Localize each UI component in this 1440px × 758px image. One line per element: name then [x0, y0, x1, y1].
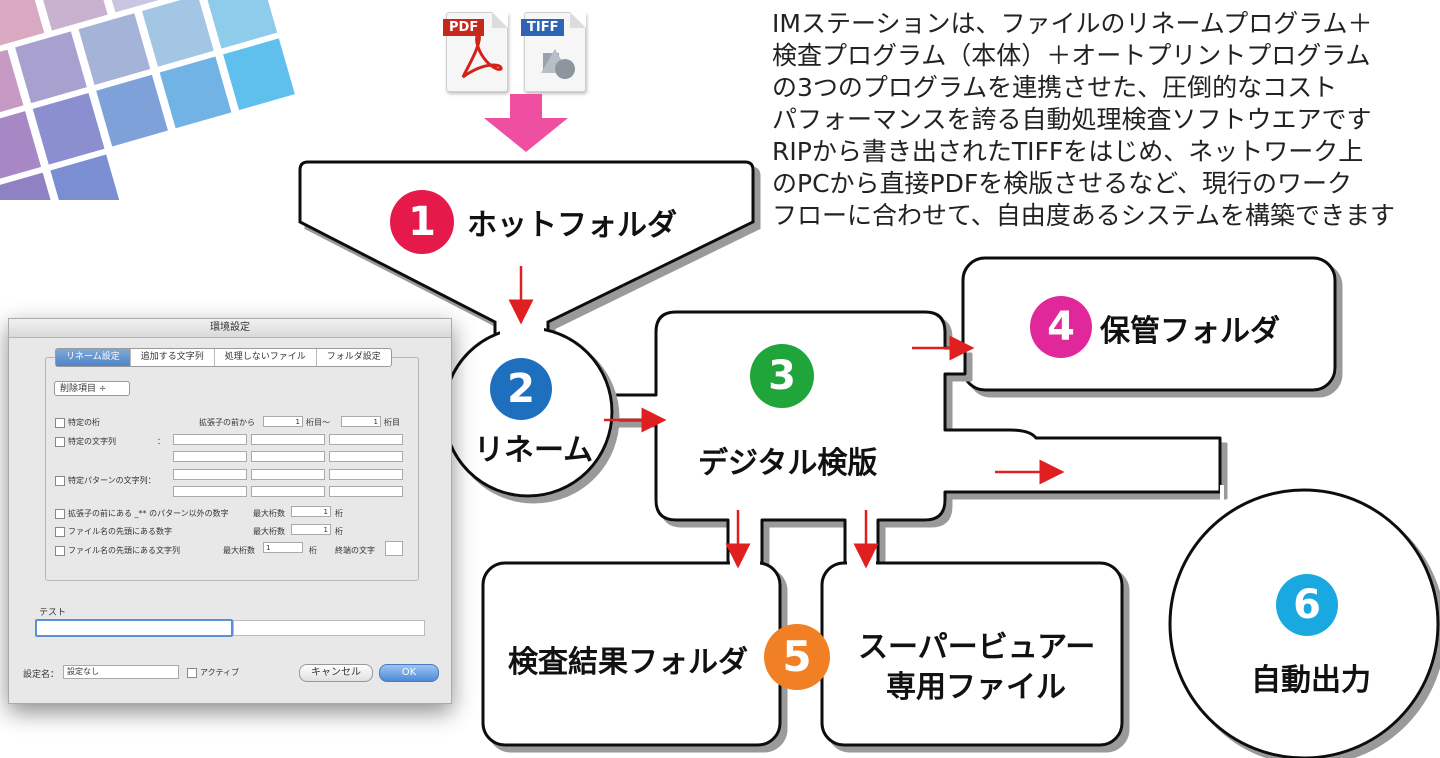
unit-label: 桁目〜 [306, 418, 330, 427]
acrobat-logo-icon [461, 33, 503, 79]
max-digits-field[interactable]: 1 [291, 506, 331, 517]
string-field[interactable] [251, 451, 325, 462]
intro-paragraph: IMステーションは、ファイルのリネームプログラム＋ 検査プログラム（本体）＋オー… [772, 8, 1440, 232]
string-field[interactable] [173, 434, 247, 445]
hot-folder-label: ホットフォルダ [467, 208, 677, 243]
ok-button[interactable]: OK [379, 664, 439, 682]
pattern-field[interactable] [329, 486, 403, 497]
max-digits-label: 最大桁数 [253, 509, 285, 518]
step-4-badge: 4 [1030, 296, 1092, 358]
color-tiles-decoration [0, 0, 295, 200]
checkbox[interactable] [55, 475, 65, 486]
dialog-title: 環境設定 [9, 319, 451, 338]
pdf-tag: PDF [443, 19, 485, 36]
result-folder-label: 検査結果フォルダ [508, 645, 748, 680]
checkbox[interactable] [187, 667, 197, 678]
intro-line: IMステーションは、ファイルのリネームプログラム＋ [772, 9, 1373, 38]
row-specific-string: 特定の文字列 [55, 436, 116, 447]
string-field[interactable] [173, 451, 247, 462]
unit-label: 桁 [335, 527, 343, 536]
test-input[interactable] [35, 619, 233, 637]
unit-label: 桁 [335, 509, 343, 518]
row-label: 特定パターンの文字列： [68, 476, 156, 485]
intro-line: のPCから直接PDFを検版させるなど、現行のワーク [772, 169, 1352, 198]
intro-line: 検査プログラム（本体）＋オートプリントプログラム [772, 41, 1371, 70]
digital-inspection-label: デジタル検版 [698, 446, 878, 481]
test-output [233, 620, 425, 636]
setting-name-label: 設定名： [23, 670, 60, 680]
tab-rename[interactable]: リネーム設定 [56, 349, 131, 366]
setting-name-field[interactable]: 設定なし [63, 665, 179, 679]
row-pattern-string: 特定パターンの文字列： [55, 475, 156, 486]
checkbox[interactable] [55, 417, 65, 428]
step-3-badge: 3 [750, 344, 814, 408]
step-1-badge: 1 [390, 190, 454, 254]
end-char-label: 終端の文字 [335, 546, 375, 555]
end-digit-field[interactable]: 1 [341, 416, 381, 427]
pattern-field[interactable] [173, 469, 247, 480]
cancel-button[interactable]: キャンセル [299, 664, 373, 682]
tab-add-string[interactable]: 追加する文字列 [131, 349, 215, 366]
checkbox[interactable] [55, 508, 65, 519]
input-arrow [484, 94, 568, 152]
super-viewer-label-line1: スーパービュアー [858, 630, 1096, 665]
super-viewer-label-line2: 専用ファイル [886, 670, 1066, 705]
intro-line: パフォーマンスを誇る自動処理検査ソフトウエアです [772, 105, 1372, 134]
row-specific-digit: 特定の桁 [55, 417, 100, 428]
row-label: ファイル名の先頭にある数字 [68, 527, 172, 536]
storage-folder-label: 保管フォルダ [1100, 314, 1280, 349]
tab-skip-files[interactable]: 処理しないファイル [215, 349, 317, 366]
start-digit-field[interactable]: 1 [263, 416, 303, 427]
string-field[interactable] [251, 434, 325, 445]
checkbox[interactable] [55, 526, 65, 537]
intro-line: フローに合わせて、自由度あるシステムを構築できます [772, 201, 1396, 230]
rename-label: リネーム [474, 433, 594, 468]
checkbox[interactable] [55, 545, 65, 556]
tiff-file-icon: TIFF [521, 12, 586, 92]
max-digits-label: 最大桁数 [253, 527, 285, 536]
intro-line: RIPから書き出されたTIFFをはじめ、ネットワーク上 [772, 137, 1364, 166]
checkbox[interactable] [55, 436, 65, 447]
row-leading-number: ファイル名の先頭にある数字 [55, 526, 172, 537]
active-checkbox-row[interactable]: アクティブ [187, 667, 239, 678]
test-label: テスト [39, 608, 67, 618]
end-char-field[interactable] [385, 541, 403, 556]
tab-folder-settings[interactable]: フォルダ設定 [326, 352, 381, 362]
tiff-tag: TIFF [521, 19, 565, 36]
string-field[interactable] [329, 434, 403, 445]
image-shapes-icon [541, 49, 575, 79]
pattern-field[interactable] [329, 469, 403, 480]
pattern-field[interactable] [173, 486, 247, 497]
step-6-badge: 6 [1276, 574, 1338, 636]
settings-dialog: 環境設定 リネーム設定 追加する文字列 処理しないファイル フォルダ設定 削除項… [8, 318, 452, 704]
row-extra-label: 拡張子の前から [199, 418, 255, 427]
auto-output-label: 自動出力 [1251, 663, 1371, 698]
max-digits-label: 最大桁数 [223, 546, 255, 555]
row-label: 特定の桁 [68, 418, 100, 427]
unit-label: 桁目 [384, 418, 400, 427]
max-digits-field[interactable]: 1 [263, 542, 303, 553]
dialog-tabs: リネーム設定 追加する文字列 処理しないファイル フォルダ設定 [55, 348, 392, 367]
row-leading-string: ファイル名の先頭にある文字列 [55, 545, 180, 556]
row-colon: ： [157, 437, 165, 446]
active-label: アクティブ [200, 668, 240, 677]
row-label: 拡張子の前にある _** のパターン以外の数字 [68, 509, 229, 518]
intro-line: の3つのプログラムを連携させた、圧倒的なコスト [772, 73, 1338, 102]
pattern-field[interactable] [251, 486, 325, 497]
delete-item-popup[interactable]: 削除項目 ÷ [54, 381, 130, 396]
row-label: ファイル名の先頭にある文字列 [68, 546, 180, 555]
unit-label: 桁 [309, 546, 317, 555]
pdf-file-icon: PDF [443, 12, 508, 92]
pattern-field[interactable] [251, 469, 325, 480]
max-digits-field[interactable]: 1 [291, 524, 331, 535]
string-field[interactable] [329, 451, 403, 462]
row-label: 特定の文字列 [68, 437, 116, 446]
step-2-badge: 2 [490, 358, 552, 420]
step-5-badge: 5 [764, 624, 830, 690]
row-pattern-number: 拡張子の前にある _** のパターン以外の数字 [55, 508, 229, 519]
